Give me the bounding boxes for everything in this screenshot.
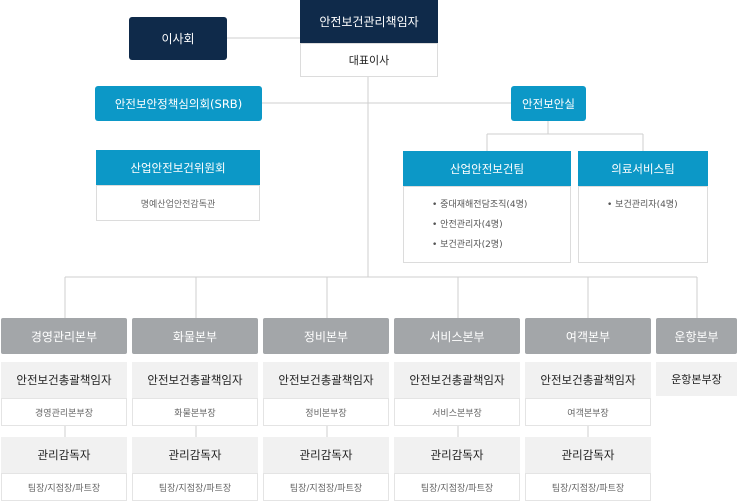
team-medical-box: 의료서비스팀: [578, 151, 708, 186]
division-name: 정비본부: [303, 329, 349, 344]
division-name: 운항본부: [674, 329, 719, 344]
division-name: 여객본부: [565, 329, 611, 344]
division-name: 화물본부: [172, 329, 218, 344]
division-head: 화물본부장: [132, 398, 258, 426]
srb-box: 안전보안정책심의회(SRB): [95, 86, 262, 121]
supervisor-sub: 팀장/지점장/파트장: [394, 473, 520, 501]
team-medical-label: 의료서비스팀: [611, 161, 675, 176]
supervisor-title: 관리감독자: [430, 448, 484, 462]
supervisor-sub: 팀장/지점장/파트장: [525, 473, 651, 501]
supervisor-title: 관리감독자: [37, 448, 91, 462]
supervisor-box: 관리감독자 팀장/지점장/파트장: [132, 437, 258, 501]
supervisor-sub: 팀장/지점장/파트장: [263, 473, 389, 501]
division-name: 서비스본부: [429, 329, 485, 344]
ceo-name-box: 대표이사: [300, 43, 438, 77]
division-header: 서비스본부: [394, 318, 520, 354]
division-role-box: 운항본부장: [656, 362, 737, 396]
industrial-committee-members-box: 명예산업안전감독관: [96, 185, 260, 221]
division-header: 경영관리본부: [1, 318, 127, 354]
division-role-box: 안전보건총괄책임자 경영관리본부장: [1, 362, 127, 426]
supervisor-sub: 팀장/지점장/파트장: [132, 473, 258, 501]
supervisor-title: 관리감독자: [168, 448, 222, 462]
supervisor-box: 관리감독자 팀장/지점장/파트장: [525, 437, 651, 501]
division-role-box: 안전보건총괄책임자 정비본부장: [263, 362, 389, 426]
team-industrial-safety-box: 산업안전보건팀: [403, 151, 571, 186]
division-head: 정비본부장: [263, 398, 389, 426]
industrial-committee-members: 명예산업안전감독관: [140, 199, 216, 210]
supervisor-box: 관리감독자 팀장/지점장/파트장: [394, 437, 520, 501]
division-header: 정비본부: [263, 318, 389, 354]
safety-office-box: 안전보안실: [511, 86, 586, 121]
division-head: 서비스본부장: [394, 398, 520, 426]
division-role: 안전보건총괄책임자: [278, 373, 374, 387]
board-box: 이사회: [129, 17, 227, 60]
supervisor-sub: 팀장/지점장/파트장: [1, 473, 127, 501]
list-item: • 보건관리자(2명): [432, 240, 503, 250]
division-role: 안전보건총괄책임자: [147, 373, 243, 387]
ceo-title-box: 안전보건관리책임자: [300, 0, 438, 43]
safety-office-label: 안전보안실: [522, 96, 575, 111]
division-role: 운항본부장: [671, 373, 722, 386]
team-industrial-safety-list: • 중대재해전담조직(4명) • 안전관리자(4명) • 보건관리자(2명): [403, 186, 571, 263]
division-header: 운항본부: [656, 318, 737, 354]
division-role-box: 안전보건총괄책임자 화물본부장: [132, 362, 258, 426]
team-medical-list: • 보건관리자(4명): [578, 186, 708, 263]
division-role: 안전보건총괄책임자: [540, 373, 636, 387]
srb-label: 안전보안정책심의회(SRB): [114, 96, 243, 111]
list-item: • 중대재해전담조직(4명): [432, 200, 528, 210]
board-label: 이사회: [161, 32, 195, 46]
division-role: 안전보건총괄책임자: [16, 373, 112, 387]
division-head: 여객본부장: [525, 398, 651, 426]
industrial-committee-box: 산업안전보건위원회: [96, 150, 260, 185]
division-role-box: 안전보건총괄책임자 여객본부장: [525, 362, 651, 426]
ceo-title: 안전보건관리책임자: [319, 15, 419, 29]
division-name: 경영관리본부: [30, 329, 98, 344]
supervisor-title: 관리감독자: [561, 448, 615, 462]
supervisor-box: 관리감독자 팀장/지점장/파트장: [263, 437, 389, 501]
division-role: 안전보건총괄책임자: [409, 373, 505, 387]
division-head: 경영관리본부장: [1, 398, 127, 426]
list-item: • 안전관리자(4명): [432, 220, 503, 230]
division-header: 여객본부: [525, 318, 651, 354]
team-industrial-safety-label: 산업안전보건팀: [449, 161, 525, 176]
division-role-box: 안전보건총괄책임자 서비스본부장: [394, 362, 520, 426]
ceo-name: 대표이사: [348, 54, 390, 67]
division-header: 화물본부: [132, 318, 258, 354]
supervisor-box: 관리감독자 팀장/지점장/파트장: [1, 437, 127, 501]
list-item: • 보건관리자(4명): [607, 200, 678, 210]
supervisor-title: 관리감독자: [299, 448, 353, 462]
industrial-committee-label: 산업안전보건위원회: [130, 160, 226, 175]
